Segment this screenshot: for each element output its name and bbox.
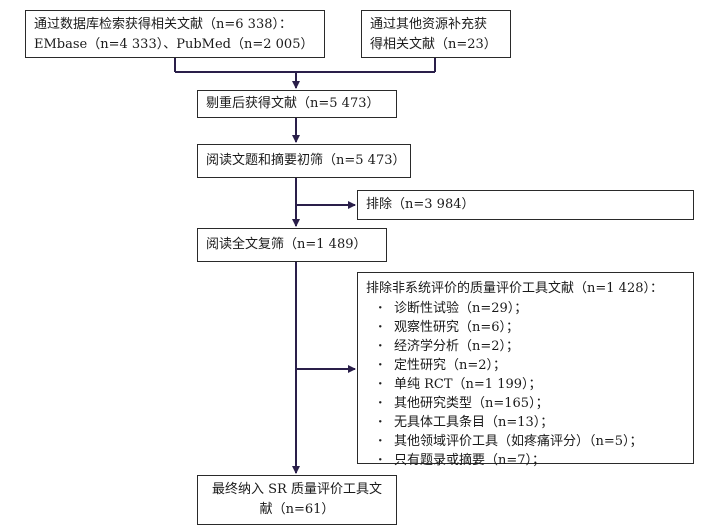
exclusion-reason-item: 无具体工具条目（n=13）； [366, 413, 685, 432]
exclusion-detail-heading: 排除非系统评价的质量评价工具文献（n=1 428）： [366, 281, 663, 296]
other-sources-line1: 通过其他资源补充获 [370, 17, 488, 32]
exclusion-reason-item: 只有题录或摘要（n=7）； [366, 451, 685, 470]
exclusion-reason-item: 其他领域评价工具（如疼痛评分）（n=5）； [366, 432, 685, 451]
exclusion-reason-item: 其他研究类型（n=165）； [366, 394, 685, 413]
other-sources-line2: 得相关文献（n=23） [370, 37, 497, 52]
exclusion-reason-item: 定性研究（n=2）； [366, 356, 685, 375]
fulltext-screen-label: 阅读全文复筛（n=1 489） [206, 237, 367, 252]
exclusion-reason-item: 单纯 RCT（n=1 199）； [366, 375, 685, 394]
excluded-first-label: 排除（n=3 984） [366, 197, 475, 212]
fulltext-screen-box: 阅读全文复筛（n=1 489） [197, 228, 387, 262]
database-search-line1: 通过数据库检索获得相关文献（n=6 338）： [34, 17, 292, 32]
database-search-line2: EMbase（n=4 333）、PubMed（n=2 005） [34, 37, 314, 52]
final-included-line2: 献（n=61） [259, 502, 335, 517]
database-search-box: 通过数据库检索获得相关文献（n=6 338）： EMbase（n=4 333）、… [25, 10, 325, 58]
exclusion-reason-item: 观察性研究（n=6）； [366, 318, 685, 337]
exclusion-reason-item: 诊断性试验（n=29）； [366, 299, 685, 318]
final-included-line1: 最终纳入 SR 质量评价工具文 [212, 482, 382, 497]
title-abstract-screen-box: 阅读文题和摘要初筛（n=5 473） [197, 144, 411, 178]
exclusion-reason-list: 诊断性试验（n=29）； 观察性研究（n=6）； 经济学分析（n=2）； 定性研… [366, 299, 685, 470]
dedup-box: 剔重后获得文献（n=5 473） [197, 90, 397, 118]
final-included-box: 最终纳入 SR 质量评价工具文 献（n=61） [197, 475, 397, 525]
title-abstract-screen-label: 阅读文题和摘要初筛（n=5 473） [206, 153, 406, 168]
other-sources-box: 通过其他资源补充获 得相关文献（n=23） [361, 10, 511, 58]
excluded-first-box: 排除（n=3 984） [357, 190, 694, 220]
dedup-label: 剔重后获得文献（n=5 473） [206, 96, 380, 111]
exclusion-detail-box: 排除非系统评价的质量评价工具文献（n=1 428）： 诊断性试验（n=29）； … [357, 272, 694, 470]
exclusion-reason-item: 经济学分析（n=2）； [366, 337, 685, 356]
